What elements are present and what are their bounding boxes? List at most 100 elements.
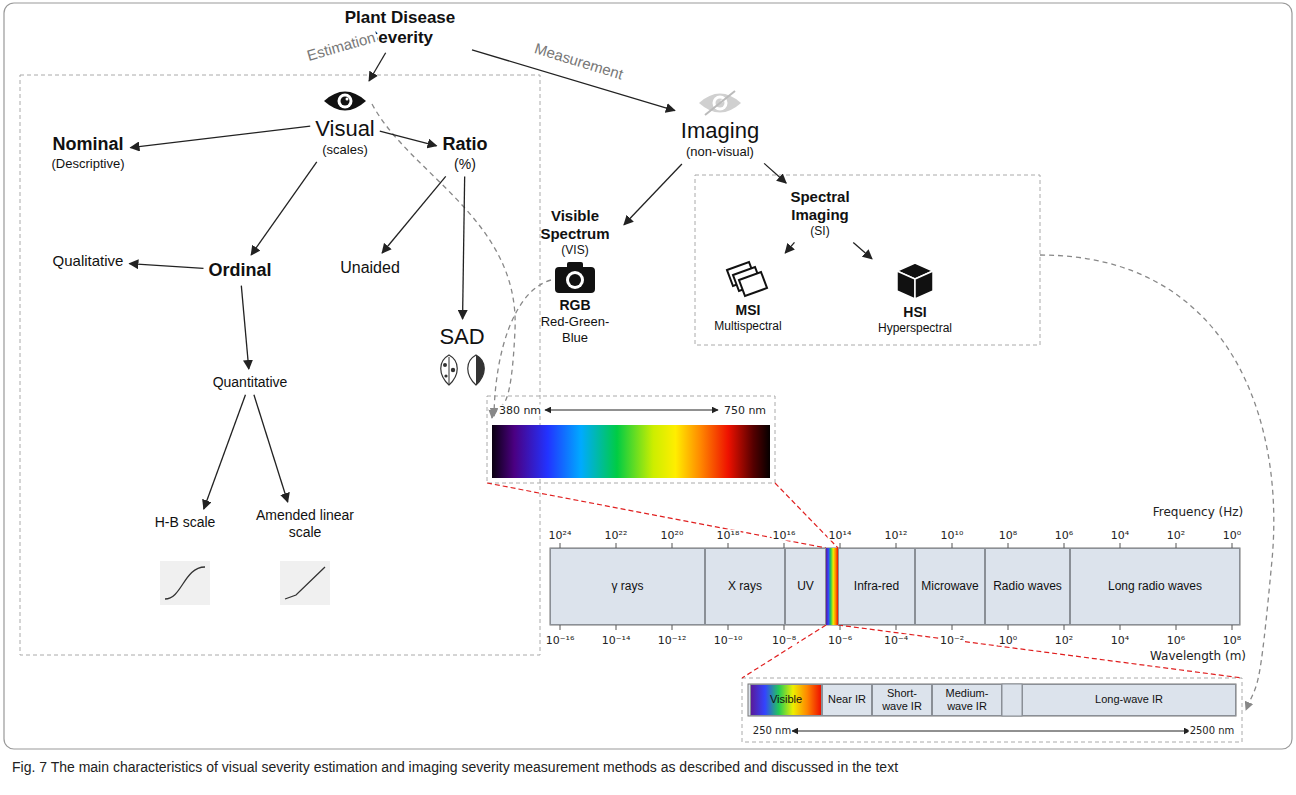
tree-arrow	[380, 131, 437, 146]
node-text: Visible	[770, 693, 802, 706]
tree-arrow	[204, 395, 246, 509]
axis-tick-label: 10²²	[604, 530, 629, 541]
node-text: (non-visual)	[681, 144, 759, 160]
band-cell: Visible	[750, 684, 822, 716]
band-cell: Near IR	[822, 684, 872, 716]
spectrum-cell: UV	[785, 548, 826, 625]
scale-term: Ratio(%)	[440, 132, 491, 174]
tree-arrow	[785, 242, 794, 253]
axis-tick-label: 10⁻¹²	[657, 635, 688, 646]
axis-label: 380 nm	[498, 405, 542, 416]
node-text: Nominal	[52, 134, 125, 156]
dashed-link-arrows	[372, 104, 1274, 710]
tree-arrow	[130, 126, 310, 147]
axis-label: Wavelength (m)	[1149, 650, 1247, 662]
node-text: Qualitative	[53, 252, 124, 270]
axis-tick-label: 10⁸	[998, 530, 1018, 541]
axis-tick-label: 10¹⁴	[828, 530, 853, 541]
node-text: Radio waves	[993, 579, 1062, 593]
node-text: Imaging	[681, 118, 759, 144]
scale-term: Amended linear scale	[250, 505, 360, 609]
figure-frame	[4, 3, 1292, 749]
axis-tick-label: 10⁻¹⁰	[713, 635, 744, 646]
axis-tick-label: 10⁰	[1222, 530, 1242, 541]
imaging-term: MSIMultispectral	[711, 256, 784, 335]
band-cell: Long-wave IR	[1022, 684, 1236, 716]
node-text: Unaided	[340, 258, 400, 277]
node-text: (scales)	[315, 142, 375, 158]
node-text: (Descriptive)	[52, 156, 125, 172]
scale-term: Quantitative	[210, 372, 291, 393]
tree-arrow	[254, 395, 288, 502]
multispectral-icon	[723, 260, 773, 300]
axis-tick-label: 10⁻⁸	[771, 635, 797, 646]
axis-tick-label: 10⁴	[1110, 530, 1130, 541]
axis-tick-label: 10²	[1166, 530, 1186, 541]
node-text: (%)	[443, 156, 488, 173]
node-text: SAD	[434, 324, 490, 350]
node-text: (VIS)	[532, 243, 618, 257]
eye-icon	[697, 90, 743, 116]
scale-term: Nominal(Descriptive)	[49, 132, 128, 173]
band-cell: Short-wave IR	[872, 684, 932, 716]
scale-term: Ordinal	[205, 258, 274, 284]
axis-tick-label: 10²⁰	[660, 530, 685, 541]
scale-curve-icon	[280, 561, 330, 605]
spectrum-cell: Long radio waves	[1070, 548, 1240, 625]
band-cell: Medium-wave IR	[932, 684, 1002, 716]
scale-term: Qualitative	[50, 250, 127, 272]
tree-arrow	[241, 286, 248, 369]
visible-spectrum-strip	[492, 425, 770, 478]
node-text: Ratio	[443, 134, 488, 156]
node-text: γ rays	[611, 579, 643, 593]
spectrum-cell: Radio waves	[985, 548, 1070, 625]
eye-icon	[322, 88, 368, 114]
imaging-term: HSIHyperspectral	[875, 256, 955, 337]
node-text: UV	[797, 579, 814, 593]
node-text: H-B scale	[155, 514, 216, 531]
node-text: Red-Green-Blue	[532, 314, 618, 345]
node-text: Visible Spectrum	[532, 207, 618, 243]
edge-label: Estimation	[304, 28, 379, 63]
tree-arrow	[251, 162, 317, 255]
imaging-term: Spectral Imaging(SI)	[765, 186, 875, 240]
node-text: Hyperspectral	[878, 321, 952, 335]
imaging-term: Visible Spectrum(VIS) RGBRed-Green-Blue	[529, 205, 621, 347]
node-text: Microwave	[921, 579, 978, 593]
axis-tick-label: 10⁻²	[939, 635, 965, 646]
axis-tick-label: 10²	[1054, 635, 1074, 646]
visible-band	[826, 548, 838, 625]
axis-tick-label: 10¹²	[884, 530, 909, 541]
visual-group-box	[20, 75, 540, 655]
range-arrow	[792, 731, 1190, 732]
axis-tick-label: 10⁻⁶	[827, 635, 853, 646]
node-text: Amended linear scale	[253, 507, 357, 541]
spectrum-cell: Infra-red	[838, 548, 915, 625]
spectrum-cell: X rays	[705, 548, 785, 625]
tree-arrow	[369, 53, 386, 81]
axis-tick-label: 10¹⁶	[772, 530, 797, 541]
node-text: Infra-red	[854, 579, 899, 593]
scale-curve-icon	[160, 561, 210, 605]
axis-tick-label: 10¹⁸	[716, 530, 741, 541]
axis-tick-label: 10⁻¹⁴	[601, 635, 632, 646]
node-text: (SI)	[768, 224, 872, 238]
axis-label: 2500 nm	[1189, 726, 1236, 736]
node-text: RGB	[532, 297, 618, 314]
axis-label: 250 nm	[752, 726, 792, 736]
infrared-band	[748, 684, 1236, 716]
blank-band-cell	[1002, 684, 1022, 716]
node-text: Long-wave IR	[1095, 693, 1163, 706]
edge-label: Measurement	[531, 40, 627, 82]
axis-tick-label: 10⁰	[998, 635, 1018, 646]
zoom-lines	[487, 483, 1242, 678]
node-text: Spectral Imaging	[768, 188, 872, 224]
hypercube-icon	[893, 260, 937, 302]
axis-tick-label: 10⁸	[1222, 635, 1242, 646]
tree-arrow	[764, 163, 786, 183]
tree-arrow	[463, 176, 465, 319]
axis-tick-label: 10⁶	[1054, 530, 1074, 541]
tree-arrow	[853, 242, 872, 258]
